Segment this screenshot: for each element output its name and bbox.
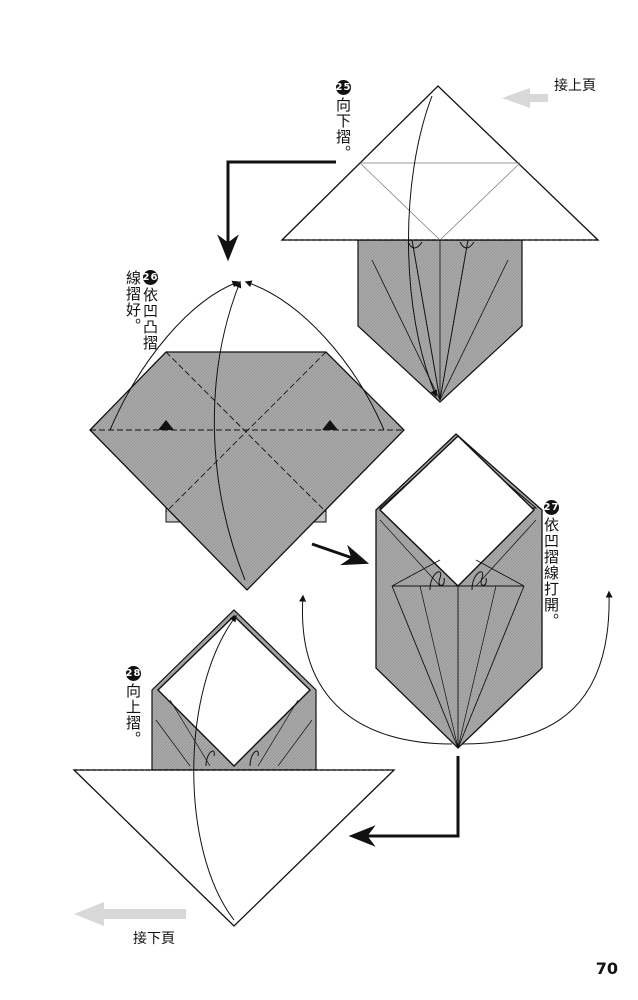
step-27-instruction: 27 依凹摺線打開。 xyxy=(542,500,560,629)
step-25-instruction: 25 向下摺。 xyxy=(334,80,352,161)
prev-page-arrow-icon xyxy=(502,88,548,108)
step-25-text: 向下摺。 xyxy=(334,97,352,161)
step-28-number: 28 xyxy=(125,666,142,681)
step-26-figure xyxy=(89,280,405,591)
step-26-number: 26 xyxy=(142,270,159,285)
step-27-figure xyxy=(299,433,613,749)
step-26-instruction: 26依凹凸摺線摺好。 xyxy=(124,270,159,360)
next-page-label: 接下頁 xyxy=(133,931,175,947)
step-27-text: 依凹摺線打開。 xyxy=(542,517,560,629)
step-27-number: 27 xyxy=(543,500,560,515)
step-26-text: 依凹凸摺線摺好。 xyxy=(124,270,159,351)
step-28-figure xyxy=(72,609,396,927)
step-28-text: 向上摺。 xyxy=(124,683,142,747)
step-25-number: 25 xyxy=(335,80,352,95)
next-page-arrow-icon xyxy=(74,902,186,926)
step-25-figure xyxy=(280,85,600,403)
prev-page-label: 接上頁 xyxy=(554,78,596,94)
step-28-instruction: 28 向上摺。 xyxy=(124,666,142,747)
page-number: 70 xyxy=(595,959,618,978)
